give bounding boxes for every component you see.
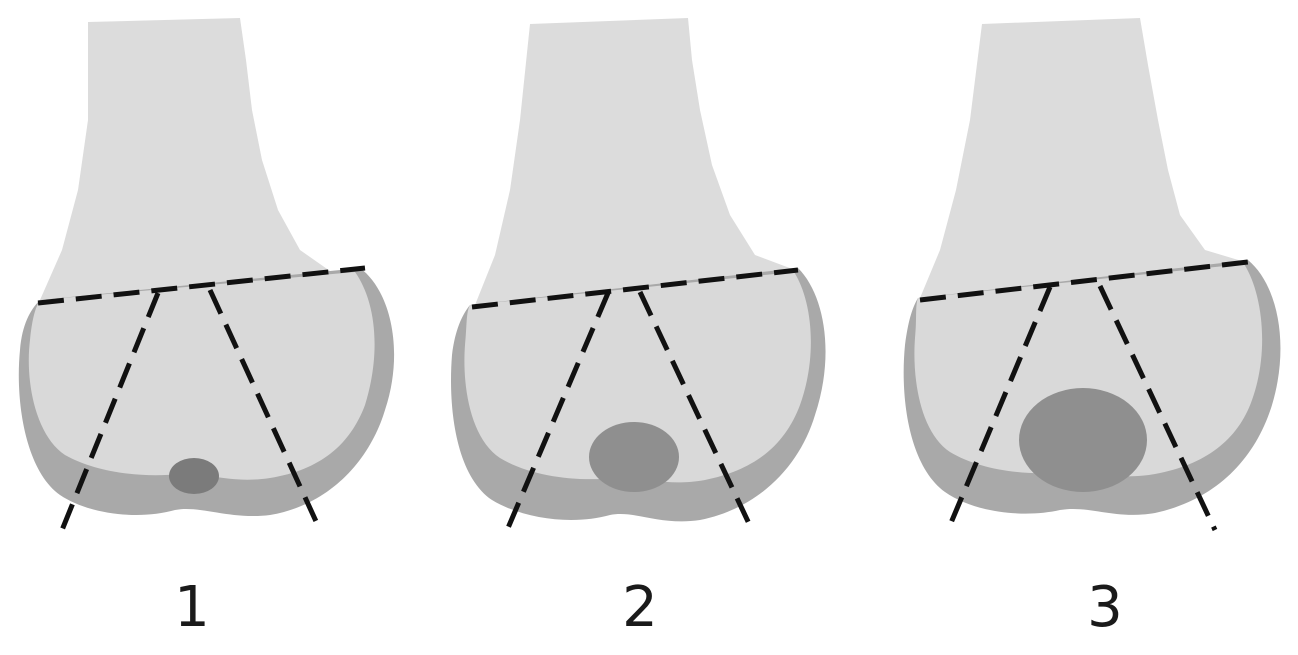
lesion-3 bbox=[1019, 388, 1147, 492]
femur-shaft-1 bbox=[40, 18, 340, 300]
stage-label-1: 1 bbox=[152, 580, 232, 636]
femur-shaft-3 bbox=[920, 18, 1245, 298]
femur-panel-2 bbox=[451, 18, 826, 535]
stage-label-3: 3 bbox=[1065, 580, 1145, 636]
femur-panel-1 bbox=[19, 18, 394, 535]
femur-shaft-2 bbox=[475, 18, 795, 305]
femur-panel-3 bbox=[904, 18, 1281, 530]
stage-label-2: 2 bbox=[600, 580, 680, 636]
condyle-bone-1 bbox=[29, 272, 375, 480]
lesion-1 bbox=[169, 458, 219, 494]
lesion-2 bbox=[589, 422, 679, 492]
